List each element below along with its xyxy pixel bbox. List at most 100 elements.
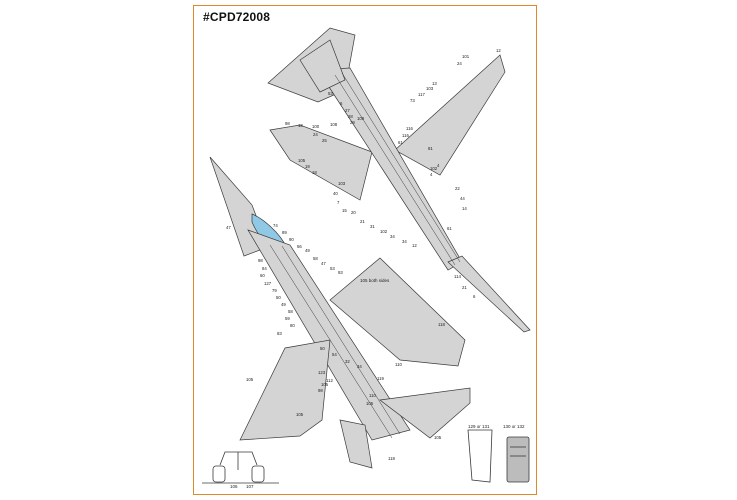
callout-number: 83 — [277, 331, 282, 336]
callout-number: 105 — [434, 435, 442, 440]
callout-number: 24 — [457, 61, 462, 66]
callout-number: 110 — [369, 393, 376, 398]
callout-number: 59 — [285, 316, 290, 321]
callout-number: 102 — [430, 166, 438, 171]
callout-number: 117 — [418, 92, 425, 97]
callout-number: 60 — [260, 273, 265, 278]
callout-number: 80 — [290, 323, 295, 328]
lower-fuselage — [247, 229, 411, 441]
callout-number: 61 — [398, 140, 403, 145]
callout-number: 44 — [460, 196, 465, 201]
seat-label-left: 129 or 131 — [468, 424, 490, 429]
callout-number: 21 — [462, 285, 467, 290]
callout-number: 6 — [340, 101, 343, 106]
callout-number: 20 — [351, 210, 356, 215]
callout-number: 31 — [370, 224, 375, 229]
lower-right-stabilizer — [379, 387, 471, 439]
both-sides-note: 105 both sides — [360, 278, 390, 283]
upper-left-wing — [269, 124, 373, 201]
callout-number: 34 — [357, 364, 362, 369]
callout-number: 101 — [462, 54, 470, 59]
upper-right-wing — [394, 54, 506, 176]
callout-number: 50 — [276, 295, 281, 300]
callout-number: 14 — [462, 206, 467, 211]
callout-number: 98 — [318, 388, 323, 393]
seat-label-right: 130 or 132 — [503, 424, 525, 429]
callout-number: 118 — [438, 322, 445, 327]
callout-number: 116 — [406, 126, 413, 131]
callout-number: 119 — [377, 376, 384, 381]
upper-nose — [447, 255, 531, 333]
callout-number: 12 — [496, 48, 501, 53]
callout-number: 114 — [454, 274, 461, 279]
callout-number: 105 — [246, 377, 254, 382]
callout-number: 89 — [282, 230, 287, 235]
callout-number: 56 — [297, 244, 302, 249]
callout-number: 7 — [337, 200, 340, 205]
callout-number: 13 — [432, 81, 437, 86]
sheet-code: #CPD72008 — [203, 10, 271, 24]
callout-number: 18 — [312, 170, 317, 175]
callout-number: 40 — [333, 191, 338, 196]
callout-number: 19 — [305, 164, 310, 169]
landing-gear-detail — [202, 451, 279, 484]
callout-number: 74 — [273, 223, 278, 228]
callout-number: 22 — [455, 186, 460, 191]
callout-number: 47 — [321, 261, 326, 266]
callout-number: 34 — [402, 239, 407, 244]
callout-number: 4 — [430, 172, 433, 177]
seat-detail — [467, 429, 530, 483]
callout-number: 112 — [326, 378, 333, 383]
callout-number: 49 — [281, 302, 286, 307]
callout-number: 105 — [296, 412, 304, 417]
callout-number: 15 — [342, 208, 347, 213]
callout-number: 12 — [412, 243, 417, 248]
callout-number: 49 — [305, 248, 310, 253]
upper-callouts: 1210124131031177381102442244146111421653… — [285, 48, 501, 299]
callout-number: 90 — [289, 237, 294, 242]
callout-number: 110 — [395, 362, 402, 367]
gear-label-107: 107 — [246, 484, 254, 489]
callout-number: 127 — [264, 281, 272, 286]
callout-number: 98 — [285, 121, 290, 126]
callout-number: 108 — [330, 122, 338, 127]
callout-number: 100 — [312, 124, 320, 129]
callout-number: 27 — [345, 108, 350, 113]
callout-number: 24 — [313, 132, 318, 137]
callout-number: 116 — [402, 133, 409, 138]
lower-right-wing — [329, 257, 466, 367]
callout-number: 6 — [473, 294, 476, 299]
callout-number: 34 — [390, 234, 395, 239]
callout-number: 81 — [428, 146, 433, 151]
callout-number: 103 — [338, 181, 346, 186]
callout-number: 105 — [298, 158, 306, 163]
callout-number: 73 — [410, 98, 415, 103]
callout-number: 54 — [332, 352, 337, 357]
callout-number: 21 — [360, 219, 365, 224]
callout-number: 102 — [380, 229, 388, 234]
callout-number: 50 — [320, 346, 325, 351]
callout-number: 53 — [330, 266, 335, 271]
callout-number: 4 — [437, 163, 440, 168]
callout-number: 93 — [338, 270, 343, 275]
callout-number: 13 — [298, 123, 303, 128]
callout-number: 29 — [350, 120, 355, 125]
callout-number: 58 — [288, 309, 293, 314]
callout-number: 79 — [272, 288, 277, 293]
callout-number: 84 — [262, 266, 267, 271]
callout-number: 118 — [388, 456, 395, 461]
callout-number: 32 — [345, 359, 350, 364]
lower-left-wing — [239, 339, 331, 441]
callout-number: 103 — [426, 86, 434, 91]
callout-number: 61 — [447, 226, 452, 231]
upper-aircraft — [267, 27, 531, 333]
callout-number: 53 — [328, 91, 333, 96]
callout-number: 28 — [348, 114, 353, 119]
callout-number: 47 — [226, 225, 231, 230]
upper-tail-fin — [299, 39, 346, 93]
callout-number: 109 — [357, 116, 365, 121]
callout-number: 105 — [321, 382, 329, 387]
callout-number: 25 — [322, 138, 327, 143]
